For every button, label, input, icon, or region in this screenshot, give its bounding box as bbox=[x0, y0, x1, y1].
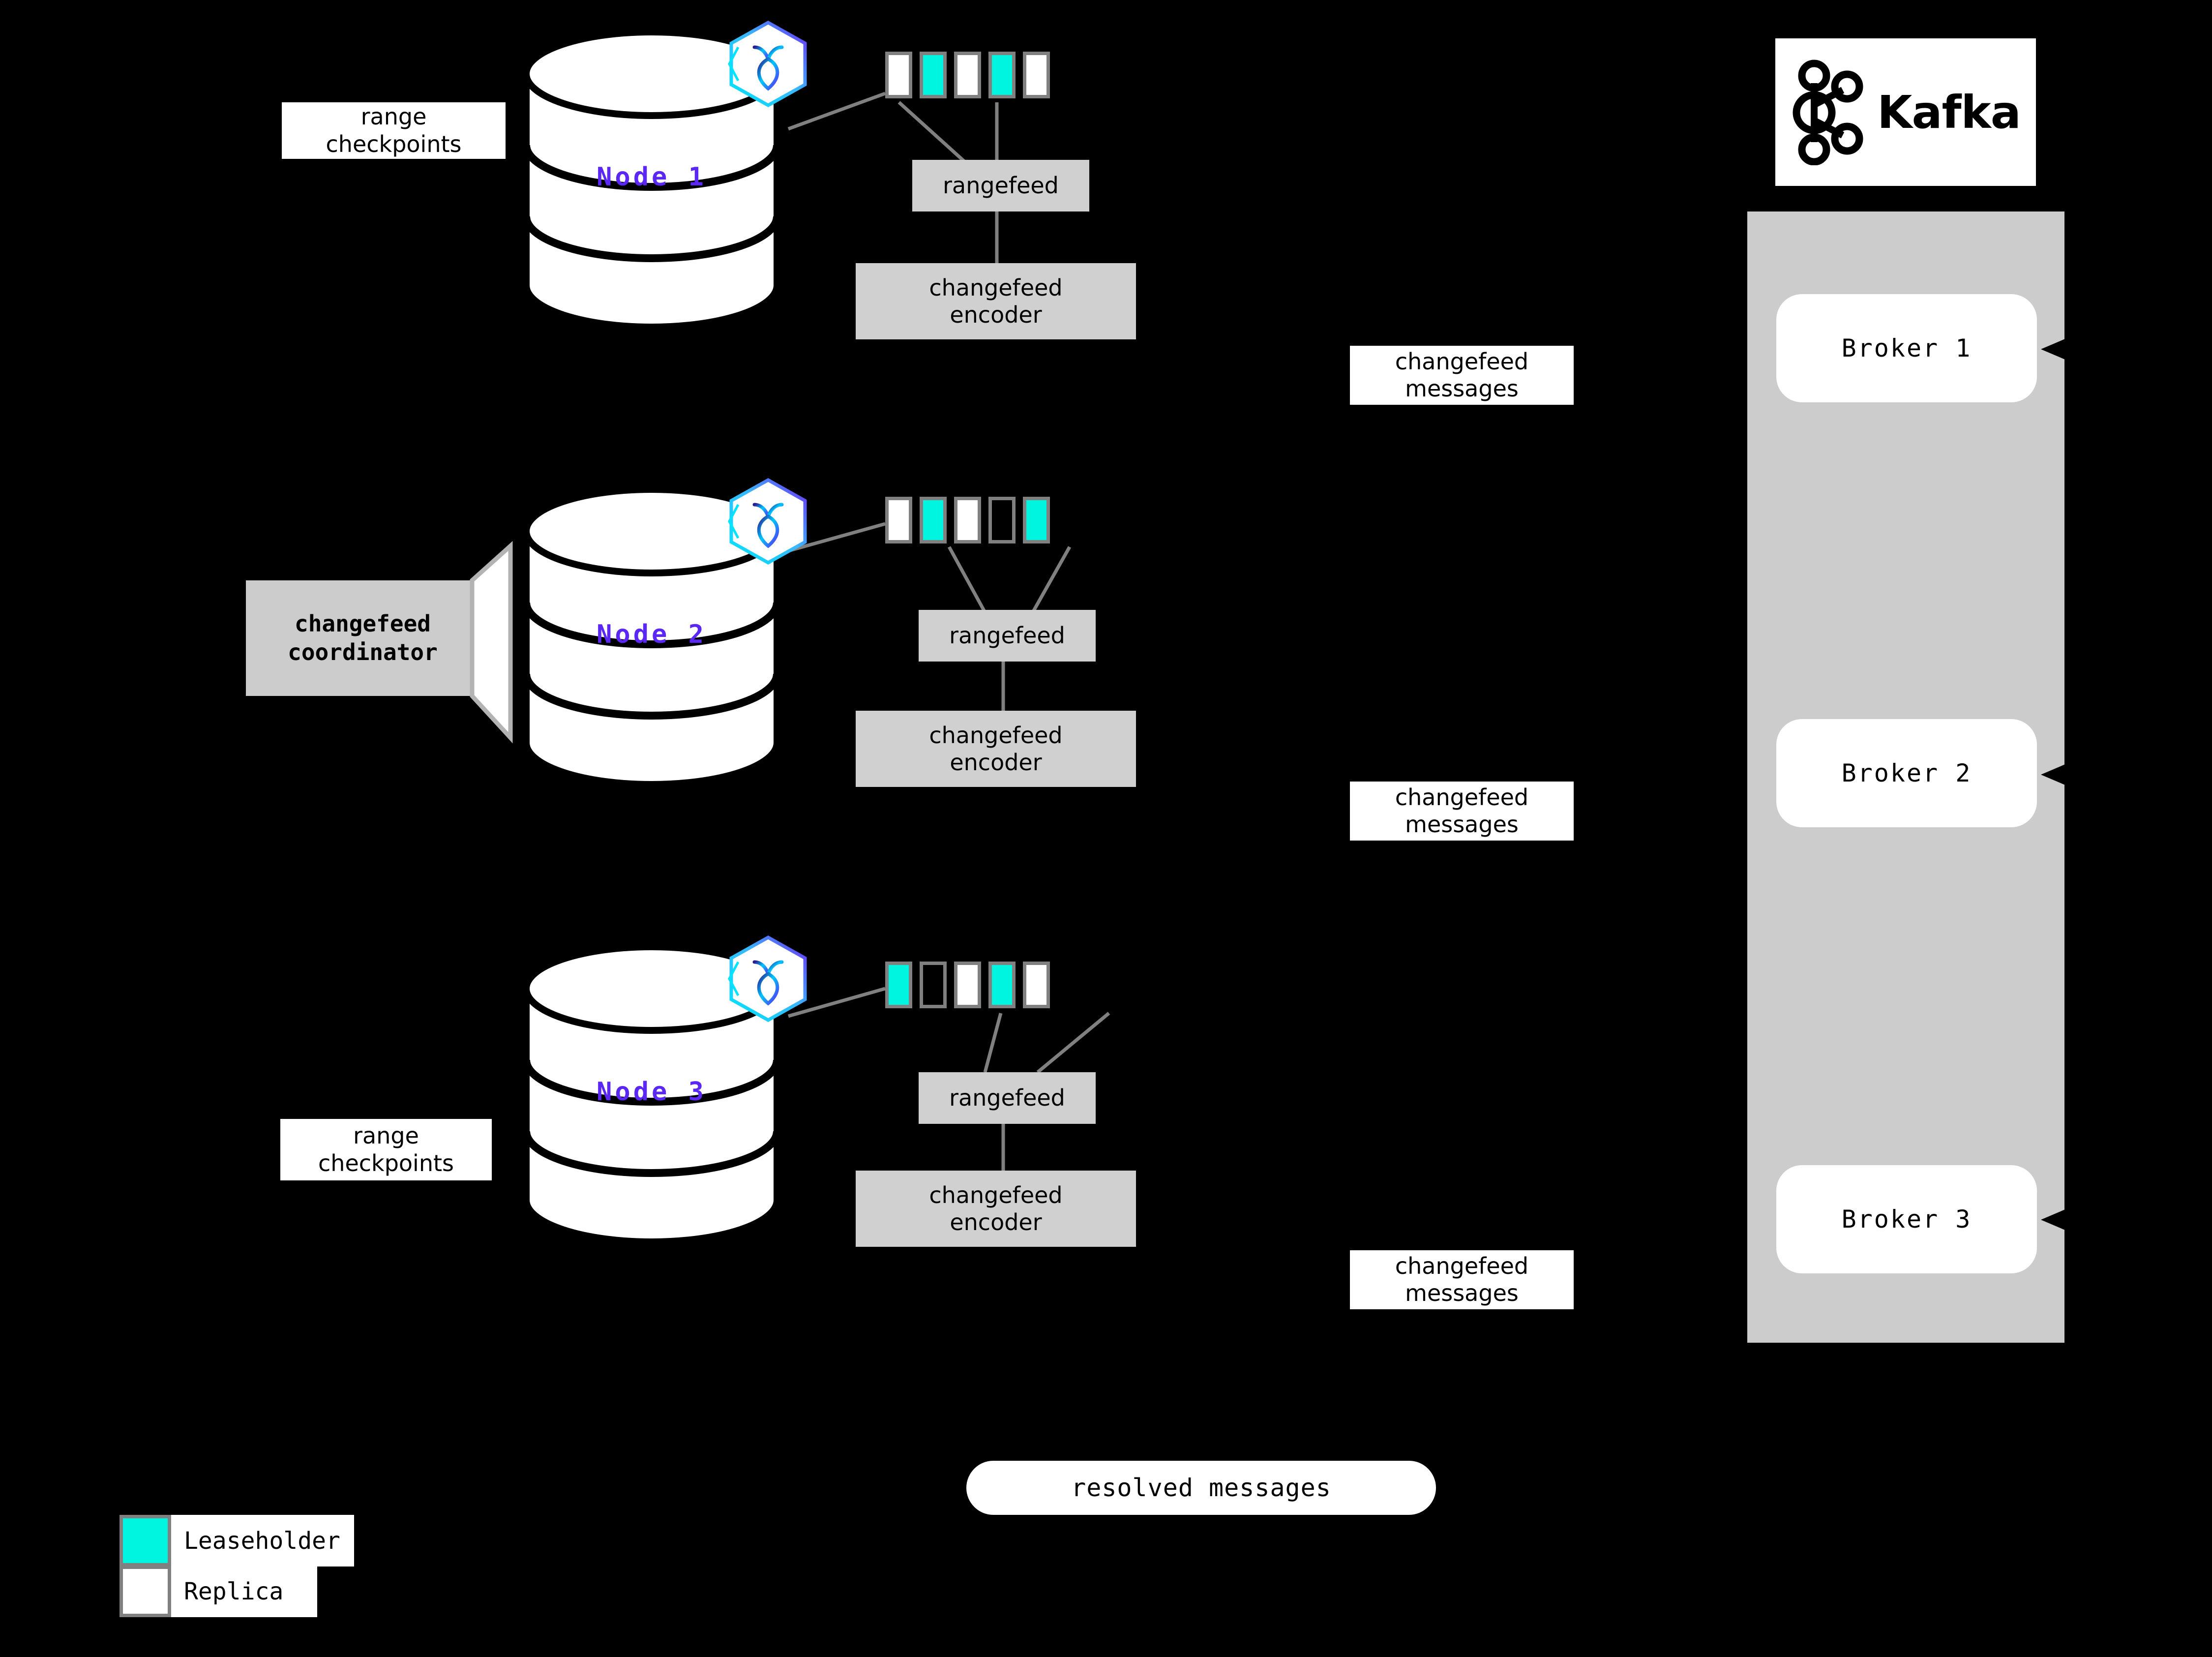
replica-box bbox=[954, 497, 981, 543]
kafka-logo-card: Kafka bbox=[1775, 38, 2036, 186]
node-1-label: Node 1 bbox=[597, 162, 707, 192]
leaseholder-box bbox=[885, 962, 912, 1008]
broker-1-box[interactable]: Broker 1 bbox=[1776, 294, 2037, 402]
broker-3-inbound-arrowhead bbox=[2041, 1204, 2078, 1235]
broker-2-inbound-arrowhead bbox=[2041, 759, 2078, 790]
node-1-cylinder: Node 1 bbox=[521, 29, 782, 331]
kafka-nodes-icon bbox=[1793, 60, 1863, 165]
node-2-replica-row bbox=[885, 497, 1050, 543]
cockroachdb-logo-icon bbox=[726, 477, 810, 566]
kafka-wordmark: Kafka bbox=[1877, 86, 2021, 139]
node-3-rangefeed-box[interactable]: rangefeed bbox=[919, 1072, 1096, 1124]
node-3-label: Node 3 bbox=[597, 1077, 707, 1107]
leaseholder-box bbox=[1023, 497, 1050, 543]
replica-box bbox=[954, 52, 981, 98]
replica-box bbox=[1023, 962, 1050, 1008]
resolved-messages-pill: resolved messages bbox=[966, 1461, 1436, 1515]
changefeed-messages-label-2: changefeed messages bbox=[1350, 782, 1574, 841]
leaseholder-box bbox=[920, 497, 947, 543]
node-2-cylinder: Node 2 bbox=[521, 486, 782, 788]
replica-box-empty bbox=[920, 962, 947, 1008]
replica-box bbox=[885, 52, 912, 98]
legend-label-replica: Replica bbox=[171, 1566, 317, 1617]
coordinator-pointer bbox=[470, 541, 513, 744]
changefeed-coordinator-box[interactable]: changefeed coordinator bbox=[246, 580, 479, 696]
replica-box bbox=[1023, 52, 1050, 98]
broker-2-box[interactable]: Broker 2 bbox=[1776, 719, 2037, 827]
legend-label-leaseholder: Leaseholder bbox=[171, 1515, 354, 1567]
leaseholder-box bbox=[920, 52, 947, 98]
replica-box bbox=[954, 962, 981, 1008]
node-3-cylinder: Node 3 bbox=[521, 943, 782, 1245]
broker-1-inbound-arrowhead bbox=[2041, 333, 2078, 365]
broker-3-box[interactable]: Broker 3 bbox=[1776, 1165, 2037, 1273]
cockroachdb-logo-icon bbox=[726, 934, 810, 1023]
node-1-rangefeed-box[interactable]: rangefeed bbox=[912, 160, 1089, 211]
replica-box-empty bbox=[988, 497, 1016, 543]
legend-item-leaseholder: Leaseholder bbox=[120, 1515, 354, 1567]
node-2-label: Node 2 bbox=[597, 620, 707, 649]
node-1-range-checkpoints-label: range checkpoints bbox=[282, 102, 506, 159]
leaseholder-swatch bbox=[120, 1515, 171, 1567]
node-2-rangefeed-box[interactable]: rangefeed bbox=[919, 610, 1096, 662]
leaseholder-box bbox=[988, 962, 1016, 1008]
legend-item-replica: Replica bbox=[120, 1566, 317, 1617]
replica-swatch bbox=[120, 1566, 171, 1617]
changefeed-messages-label-3: changefeed messages bbox=[1350, 1250, 1574, 1309]
node-1-changefeed-encoder-box[interactable]: changefeed encoder bbox=[856, 263, 1136, 339]
node-3-range-checkpoints-label: range checkpoints bbox=[280, 1119, 492, 1180]
node-3-replica-row bbox=[885, 962, 1050, 1008]
changefeed-messages-label-1: changefeed messages bbox=[1350, 346, 1574, 405]
leaseholder-box bbox=[988, 52, 1016, 98]
replica-box bbox=[885, 497, 912, 543]
node-1-replica-row bbox=[885, 52, 1050, 98]
node-2-changefeed-encoder-box[interactable]: changefeed encoder bbox=[856, 711, 1136, 787]
cockroachdb-logo-icon bbox=[726, 20, 810, 108]
node-3-changefeed-encoder-box[interactable]: changefeed encoder bbox=[856, 1171, 1136, 1247]
